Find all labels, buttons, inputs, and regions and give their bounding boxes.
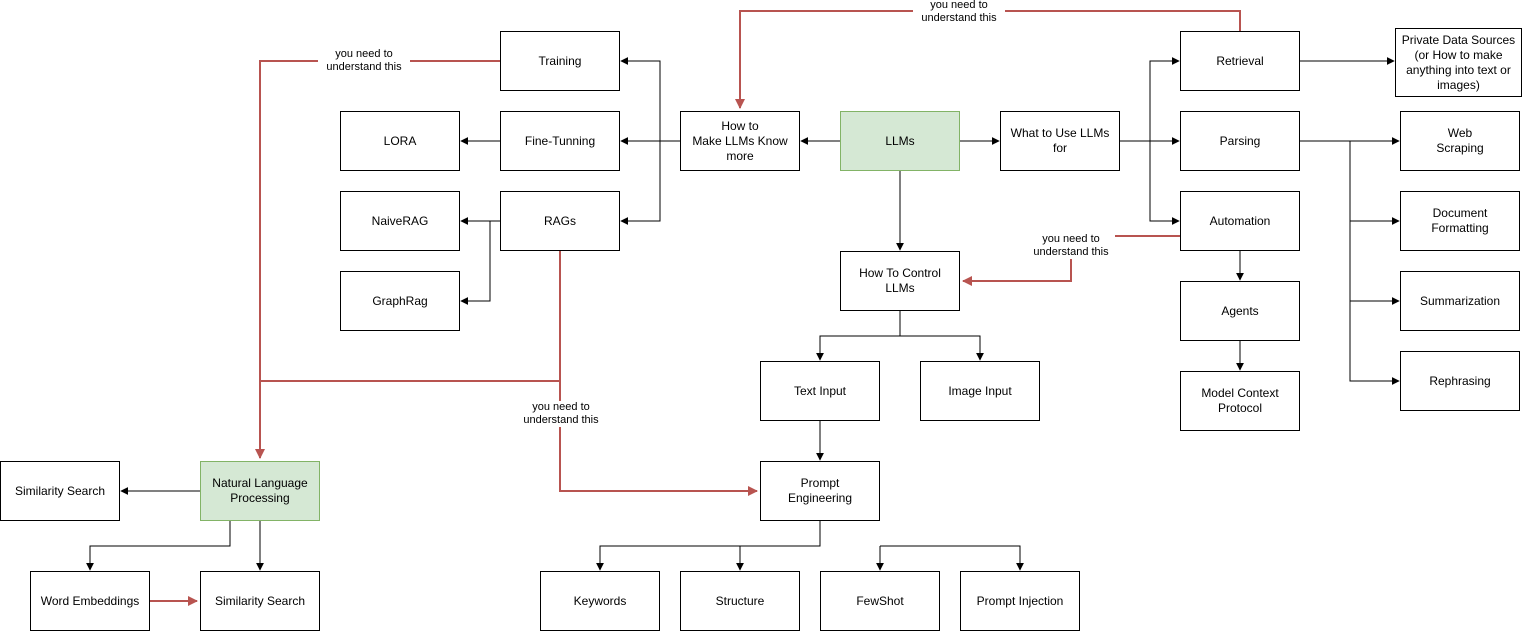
edge-red-rags-to-prompt [559,381,758,496]
edge-control-to-text [816,311,901,361]
node-similarity-search-left: Similarity Search [0,461,120,521]
node-rags: RAGs [500,191,620,251]
node-make-llms-know-more: How to Make LLMs Know more [680,111,800,171]
edge-label-automation-control: you need to understand this [1027,233,1115,259]
node-training: Training [500,31,620,91]
edge-prompt-to-keywords [596,521,821,571]
node-prompt-injection: Prompt Injection [960,571,1080,631]
edge-label-training-nlp: you need to understand this [318,48,410,74]
edge-make-to-training [620,57,680,142]
node-retrieval: Retrieval [1180,31,1300,91]
node-how-to-control-llms: How To Control LLMs [840,251,960,311]
edge-label-rags-prompt: you need to understand this [515,401,607,427]
node-document-formatting: Document Formatting [1400,191,1520,251]
edge-prompt-to-injection [880,545,1024,571]
node-summarization: Summarization [1400,271,1520,331]
node-lora: LORA [340,111,460,171]
edge-label-top-retrieval: you need to understand this [913,0,1005,25]
node-agents: Agents [1180,281,1300,341]
node-prompt-engineering: Prompt Engineering [760,461,880,521]
node-parsing: Parsing [1180,111,1300,171]
edge-parsing-to-docformat [1349,141,1400,225]
node-graph-rag: GraphRag [340,271,460,331]
node-similarity-search-bottom: Similarity Search [200,571,320,631]
edge-red-retrieval-to-make [735,10,1241,109]
node-model-context-protocol: Model Context Protocol [1180,371,1300,431]
node-private-data-sources: Private Data Sources (or How to make any… [1395,28,1522,97]
edge-nlp-to-wordemb [86,521,231,571]
node-fewshot: FewShot [820,571,940,631]
node-keywords: Keywords [540,571,660,631]
node-structure: Structure [680,571,800,631]
edge-whattouse-to-retrieval [1120,57,1180,142]
edge-whattouse-to-automation [1149,141,1180,225]
node-word-embeddings: Word Embeddings [30,571,150,631]
node-naive-rag: NaiveRAG [340,191,460,251]
edge-control-to-image [900,335,984,361]
node-automation: Automation [1180,191,1300,251]
node-rephrasing: Rephrasing [1400,351,1520,411]
edge-make-to-rags [620,141,661,225]
node-image-input: Image Input [920,361,1040,421]
edge-parsing-to-rephrasing [1349,301,1400,385]
node-llms: LLMs [840,111,960,171]
edge-parsing-to-summarization [1349,221,1400,305]
node-text-input: Text Input [760,361,880,421]
node-nlp: Natural Language Processing [200,461,320,521]
edge-rags-to-graphrag [460,221,491,305]
node-web-scraping: Web Scraping [1400,111,1520,171]
edge-red-training-to-nlp [255,60,500,459]
node-what-to-use-llms-for: What to Use LLMs for [1000,111,1120,171]
node-fine-tuning: Fine-Tunning [500,111,620,171]
